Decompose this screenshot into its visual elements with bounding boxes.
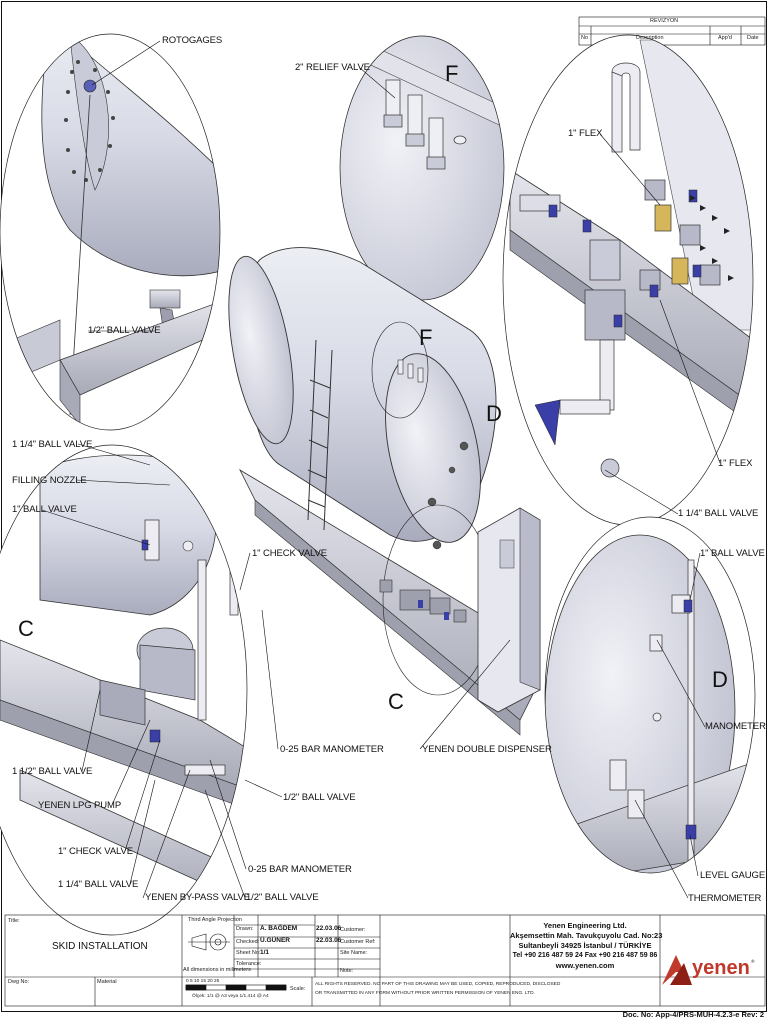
- main-skid-assembly: [228, 247, 541, 736]
- drawing-title: SKID INSTALLATION: [52, 941, 148, 952]
- checked-label: Checked:: [236, 939, 260, 945]
- callout-flex-right: 1" FLEX: [718, 458, 753, 469]
- callout-flex-top: 1" FLEX: [568, 128, 603, 139]
- projection-symbol: [188, 933, 230, 951]
- company-address-1: Akşemsettin Mah. Tavukçuyolu Cad. No:23: [510, 931, 663, 940]
- callout-yenen-double-dispenser: YENEN DOUBLE DISPENSER: [422, 744, 552, 755]
- scale-note: Ölçek: 1/1 @ A3 veya 1/1.414 @ A4: [192, 994, 269, 999]
- title-label: Title:: [8, 918, 20, 924]
- detail-manometer-circle: [544, 516, 756, 874]
- tolerance-label: Tolerance:: [236, 961, 262, 967]
- callout-thermometer: THERMOMETER: [688, 893, 762, 904]
- callout-bar-manometer-low: 0-25 BAR MANOMETER: [248, 864, 352, 875]
- sheet-label: Sheet No:: [236, 950, 261, 956]
- logo-mark: [662, 955, 692, 985]
- callout-yenen-bypass-valve: YENEN BY-PASS VALVE: [145, 892, 250, 903]
- dims-note: All dimensions in milimeters: [183, 967, 251, 973]
- callout-ball-valve-114-left: 1 1/4" BALL VALVE: [12, 439, 93, 450]
- main-tank-endcap: [385, 353, 481, 543]
- revision-col-date: Date: [747, 35, 759, 41]
- callout-ball-valve-112: 1 1/2" BALL VALVE: [12, 766, 93, 777]
- detail-letter-f-top: F: [445, 61, 459, 86]
- company-web: www.yenen.com: [555, 961, 615, 970]
- company-address-2: Sultanbeyli 34925 İstanbul / TÜRKİYE: [518, 941, 652, 950]
- callout-ball-valve-1-left: 1" BALL VALVE: [12, 504, 77, 515]
- title-block-grid: [4, 914, 766, 1007]
- scale-bar: [185, 984, 287, 991]
- projection-label: Third Angle Projection: [188, 917, 242, 923]
- revision-heading: REVIZYON: [650, 18, 679, 24]
- callout-manometer: MANOMETER: [705, 721, 766, 732]
- sheet-no: 1/1: [260, 949, 270, 956]
- detail-letter-d-right: D: [712, 667, 728, 692]
- callout-check-valve-1-mid: 1" CHECK VALVE: [252, 548, 328, 559]
- company-logo-registered: ®: [751, 960, 755, 965]
- company-logo: yenen: [692, 957, 750, 979]
- note-label: Note:: [340, 968, 354, 974]
- drawn-label: Drawn:: [236, 926, 254, 932]
- detail-pump-circle: [0, 444, 248, 936]
- scale-ticks: 0 5 10 15 20 25: [186, 979, 220, 984]
- material-label: Material: [97, 979, 117, 985]
- callout-ball-valve-114-low: 1 1/4" BALL VALVE: [58, 879, 139, 890]
- scale-label: Scale:: [290, 986, 306, 992]
- callout-filling-nozzle: FILLING NOZZLE: [12, 475, 87, 486]
- detail-manometer: [545, 517, 755, 873]
- rights-text-1: ALL RIGHTS RESERVED. NO PART OF THIS DRA…: [315, 982, 561, 987]
- drawn-date: 22.03.06: [316, 925, 342, 932]
- leader-lines: [41, 40, 721, 899]
- rights-text-2: OR TRANSMITTED IN ANY FORM WITHOUT PRIOR…: [315, 991, 535, 996]
- customer-label: Customer:: [340, 927, 366, 933]
- customer-ref-label: Customer Ref:: [340, 939, 376, 945]
- detail-letter-d-tank: D: [486, 401, 502, 426]
- callout-ball-valve-1-right: 1" BALL VALVE: [700, 548, 765, 559]
- callout-half-ball-valve-top: 1/2" BALL VALVE: [88, 325, 161, 336]
- callout-half-ball-valve-mid: 1/2" BALL VALVE: [283, 792, 356, 803]
- callout-half-ball-valve-low: 1/2" BALL VALVE: [246, 892, 319, 903]
- detail-rotogages: [0, 34, 220, 430]
- company-phone: Tel +90 216 487 59 24 Fax +90 216 487 59…: [512, 952, 658, 959]
- checked-date: 22.03.06: [316, 937, 342, 944]
- revision-col-app: App'd: [718, 35, 732, 41]
- detail-flex: [503, 35, 753, 525]
- dwg-label: Dwg No:: [8, 979, 30, 985]
- callout-check-valve-1-low: 1" CHECK VALVE: [58, 846, 134, 857]
- site-name-label: Site Name:: [340, 950, 368, 956]
- callout-ball-valve-114-right: 1 1/4" BALL VALVE: [678, 508, 759, 519]
- callout-level-gauge: LEVEL GAUGE: [700, 870, 766, 881]
- company-name: Yenen Engineering Ltd.: [543, 921, 627, 930]
- revision-table-grid: [578, 16, 766, 46]
- callout-bar-manometer-mid: 0-25 BAR MANOMETER: [280, 744, 384, 755]
- detail-rotogages-circle: [0, 33, 221, 431]
- detail-letter-f-tank: F: [419, 325, 433, 350]
- detail-pump: [0, 445, 247, 935]
- revision-col-no: No: [581, 35, 589, 41]
- checked-by: Ü.GÜNER: [260, 937, 290, 944]
- doc-number: Doc. No: App-4/PRS-MUH-4.2.3-e Rev: 2: [622, 1010, 764, 1019]
- drawn-by: A. BAĞDEM: [260, 925, 298, 932]
- detail-relief-valves: [340, 36, 504, 300]
- revision-col-description: Description: [636, 35, 664, 41]
- callout-rotogages: ROTOGAGES: [162, 35, 223, 46]
- detail-letter-c-left: C: [18, 616, 34, 641]
- detail-letter-c-tank: C: [388, 689, 404, 714]
- callout-yenen-lpg-pump: YENEN LPG PUMP: [38, 800, 122, 811]
- callout-relief-valve: 2" RELIEF VALVE: [295, 62, 370, 73]
